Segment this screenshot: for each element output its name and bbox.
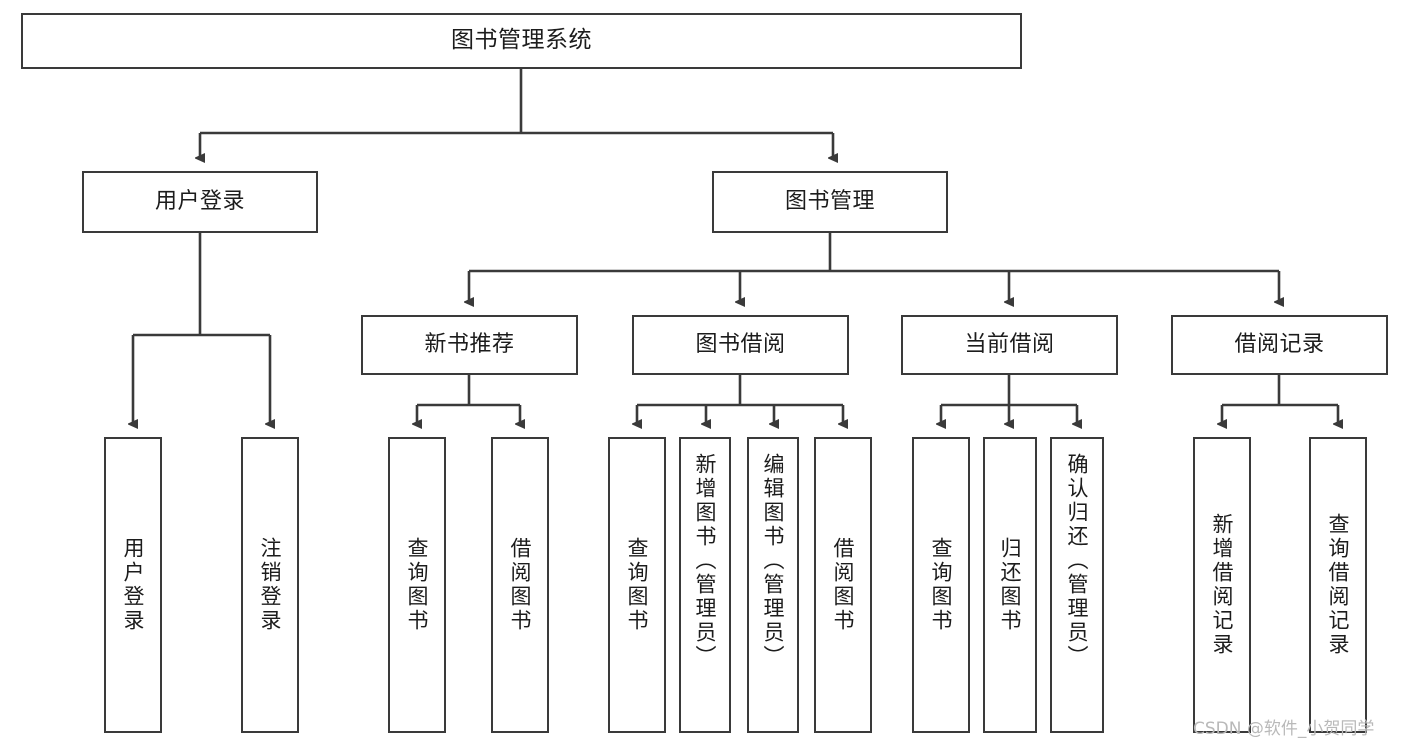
leaf-query-books-borrow[interactable]: 查询图书 xyxy=(608,437,666,733)
node-label: 图书管理 xyxy=(784,189,875,215)
node-book-management[interactable]: 图书管理 xyxy=(712,171,948,233)
node-label: 当前借阅 xyxy=(964,332,1055,358)
node-label: 新书推荐 xyxy=(424,332,515,358)
node-label: 用户登录 xyxy=(121,537,146,633)
leaf-logout[interactable]: 注销登录 xyxy=(241,437,299,733)
node-label: 借阅图书 xyxy=(508,537,533,633)
node-label: 新增图书（管理员） xyxy=(693,453,718,669)
node-borrow-records[interactable]: 借阅记录 xyxy=(1171,315,1388,375)
node-label: 图书借阅 xyxy=(695,332,786,358)
leaf-borrow-books-recommendation[interactable]: 借阅图书 xyxy=(491,437,549,733)
csdn-watermark: CSDN @软件_小贺同学 xyxy=(1193,719,1375,739)
node-new-book-recommendation[interactable]: 新书推荐 xyxy=(361,315,578,375)
node-label: 查询借阅记录 xyxy=(1326,513,1351,657)
leaf-add-borrow-record[interactable]: 新增借阅记录 xyxy=(1193,437,1251,733)
leaf-return-books[interactable]: 归还图书 xyxy=(983,437,1037,733)
leaf-user-login[interactable]: 用户登录 xyxy=(104,437,162,733)
node-label: 编辑图书（管理员） xyxy=(761,453,786,669)
leaf-query-borrow-record[interactable]: 查询借阅记录 xyxy=(1309,437,1367,733)
node-label: 借阅记录 xyxy=(1234,332,1325,358)
node-label: 用户登录 xyxy=(154,189,245,215)
node-user-login[interactable]: 用户登录 xyxy=(82,171,318,233)
node-label: 图书管理系统 xyxy=(451,27,592,54)
node-label: 注销登录 xyxy=(258,537,283,633)
leaf-confirm-return-admin[interactable]: 确认归还（管理员） xyxy=(1050,437,1104,733)
node-label: 查询图书 xyxy=(405,537,430,633)
leaf-query-books-current[interactable]: 查询图书 xyxy=(912,437,970,733)
leaf-add-book-admin[interactable]: 新增图书（管理员） xyxy=(679,437,731,733)
node-label: 确认归还（管理员） xyxy=(1065,453,1090,669)
node-root-book-management-system[interactable]: 图书管理系统 xyxy=(21,13,1022,69)
node-label: 查询图书 xyxy=(929,537,954,633)
node-label: 借阅图书 xyxy=(831,537,856,633)
node-book-borrow[interactable]: 图书借阅 xyxy=(632,315,849,375)
node-label: 归还图书 xyxy=(998,537,1023,633)
node-current-borrow[interactable]: 当前借阅 xyxy=(901,315,1118,375)
node-label: 新增借阅记录 xyxy=(1210,513,1235,657)
leaf-borrow-books[interactable]: 借阅图书 xyxy=(814,437,872,733)
leaf-query-books-recommendation[interactable]: 查询图书 xyxy=(388,437,446,733)
node-label: 查询图书 xyxy=(625,537,650,633)
leaf-edit-book-admin[interactable]: 编辑图书（管理员） xyxy=(747,437,799,733)
